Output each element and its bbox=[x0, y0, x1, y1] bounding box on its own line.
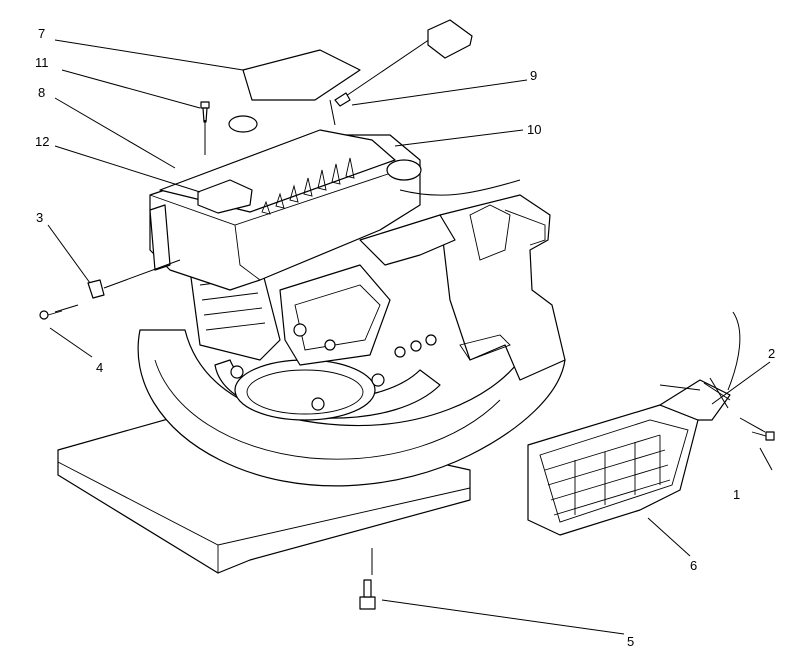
callout-5: 5 bbox=[627, 634, 634, 649]
callout-12: 12 bbox=[35, 134, 49, 149]
callout-11: 11 bbox=[35, 55, 49, 70]
callout-8: 8 bbox=[38, 85, 45, 100]
mower-deck bbox=[57, 194, 566, 574]
callout-6: 6 bbox=[690, 558, 697, 573]
part-3-bracket bbox=[87, 279, 105, 299]
part-12-decal bbox=[197, 179, 253, 214]
callout-3: 3 bbox=[36, 210, 43, 225]
part-6-grille bbox=[527, 379, 731, 536]
callout-10: 10 bbox=[527, 122, 541, 137]
part-1-screw bbox=[751, 431, 775, 441]
engine-assembly bbox=[149, 115, 456, 366]
shroud-louvers bbox=[261, 157, 355, 215]
callout-7: 7 bbox=[38, 26, 45, 41]
part-5-bolt bbox=[359, 579, 376, 610]
part-2-rod bbox=[703, 311, 741, 409]
callout-2: 2 bbox=[768, 346, 775, 361]
callout-labels: 1 2 3 4 5 6 7 8 9 10 11 12 bbox=[35, 26, 775, 649]
callout-1: 1 bbox=[733, 487, 740, 502]
callout-9: 9 bbox=[530, 68, 537, 83]
part-11-screw bbox=[200, 101, 210, 123]
assembly-centerlines bbox=[54, 99, 766, 575]
part-4-screw bbox=[39, 310, 63, 320]
part-9-cable bbox=[334, 19, 521, 196]
callout-leaders bbox=[47, 39, 773, 635]
callout-4: 4 bbox=[96, 360, 103, 375]
part-7-decal bbox=[242, 49, 361, 101]
